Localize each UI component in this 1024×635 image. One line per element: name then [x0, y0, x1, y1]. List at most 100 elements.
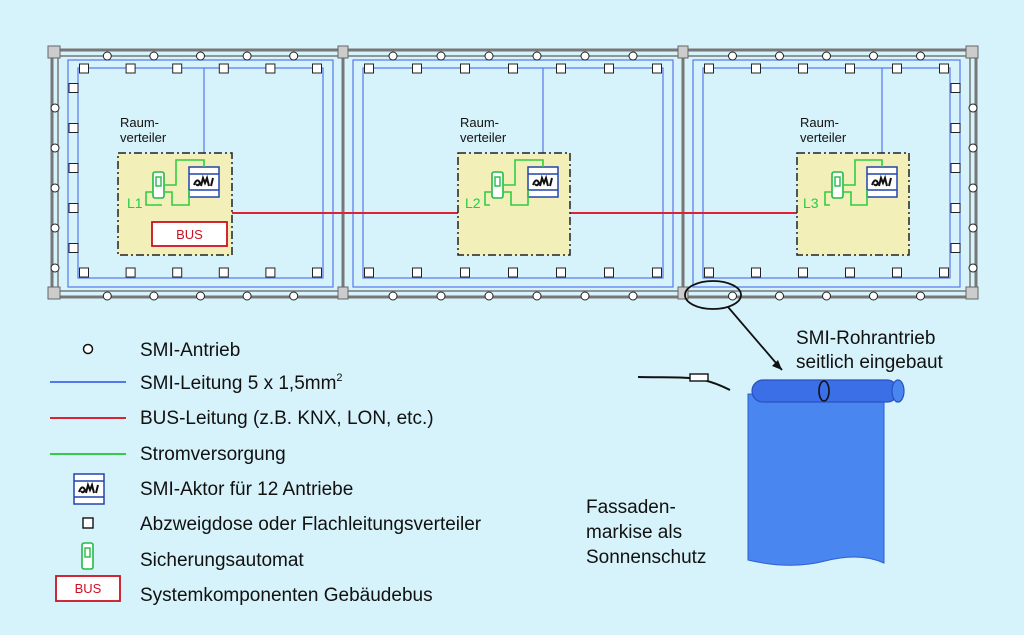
drive-icon: [580, 51, 590, 61]
drive-icon: [196, 291, 205, 301]
junction-box-icon: [556, 267, 566, 278]
drive-icon: [50, 263, 60, 273]
junction-box-icon: [939, 267, 949, 278]
junction-box-icon: [68, 123, 79, 133]
junction-box-icon: [68, 83, 79, 93]
smi-actuator-icon: [188, 166, 220, 198]
junction-box-icon: [68, 163, 79, 173]
junction-box-icon: [652, 63, 662, 74]
facade-awning: Fassaden- markise als Sonnenschutz: [586, 373, 905, 568]
legend: SMI-Antrieb SMI-Leitung 5 x 1,5mm2 BUS-L…: [50, 340, 482, 606]
drive-icon: [822, 51, 831, 61]
junction-box-icon: [312, 267, 322, 278]
junction-box-icon: [68, 243, 79, 253]
drive-icon: [436, 51, 446, 61]
phase-label-l3: L3: [803, 195, 819, 211]
junction-box-icon: [950, 243, 961, 253]
junction-box-icon: [79, 267, 89, 278]
junction-box-icon: [412, 267, 422, 278]
drive-icon: [728, 51, 737, 61]
junction-box-icon: [364, 63, 374, 74]
drive-icon: [869, 291, 878, 301]
drive-icon: [628, 51, 638, 61]
room-2-label-line2: verteiler: [460, 130, 507, 145]
legend-bus-box-text: BUS: [75, 581, 102, 596]
legend-smi-line-label: SMI-Leitung 5 x 1,5mm2: [140, 372, 343, 394]
tube-drive-marker: [818, 380, 830, 402]
junction-box-icon: [125, 63, 136, 74]
bus-box-icon: [55, 575, 121, 602]
phase-label-l1: L1: [127, 195, 143, 211]
junction-box-icon: [892, 63, 902, 74]
awning-label-line2: markise als: [586, 522, 682, 543]
legend-drive-label: SMI-Antrieb: [140, 340, 240, 361]
junction-box-icon: [939, 63, 949, 74]
junction-box-icon: [556, 63, 566, 74]
square-icon: [82, 517, 94, 529]
drive-icon: [728, 291, 737, 301]
drive-icon: [436, 291, 446, 301]
drive-icon: [102, 51, 112, 61]
drive-icon: [289, 51, 299, 61]
callout-title-line1: SMI-Rohrantrieb: [796, 328, 935, 349]
legend-bus-system-label: Systemkomponenten Gebäudebus: [140, 585, 433, 606]
junction-box-icon: [68, 203, 79, 213]
junction-box-icon: [79, 63, 89, 74]
junction-box-icon: [364, 267, 374, 278]
drive-icon: [388, 291, 398, 301]
drive-icon: [968, 103, 978, 113]
junction-box-icon: [704, 63, 714, 74]
legend-breaker-label: Sicherungsautomat: [140, 550, 304, 571]
junction-box-icon: [892, 267, 902, 278]
room-2-label-line1: Raum-: [460, 115, 499, 130]
drive-icon: [50, 223, 60, 233]
junction-box-icon: [265, 63, 276, 74]
junction-box-icon: [950, 203, 961, 213]
smi-line-outer: [352, 59, 674, 288]
building-outline: [47, 45, 979, 300]
junction-box-icon: [798, 63, 808, 74]
drive-icon: [775, 51, 784, 61]
drive-icon: [102, 291, 112, 301]
drive-icon: [822, 291, 831, 301]
junction-box-icon: [508, 267, 518, 278]
bus-box-label: BUS: [176, 227, 203, 242]
junction-box-icon: [172, 63, 183, 74]
drive-icon: [149, 291, 159, 301]
junction-box-icon: [172, 267, 183, 278]
detail-callout: SMI-Rohrantrieb seitlich eingebaut: [684, 280, 944, 373]
bus-box: [151, 221, 228, 247]
drive-icon: [196, 51, 205, 61]
junction-box-icon: [950, 123, 961, 133]
room-distributor-1: Raum- verteiler L1 BUS: [117, 115, 233, 256]
junction-box-icon: [412, 63, 422, 74]
room-1-label-line2: verteiler: [120, 130, 167, 145]
junction-box-icon: [845, 63, 855, 74]
drive-icon: [916, 291, 925, 301]
junction-box-icon: [950, 163, 961, 173]
junction-box-icon: [652, 267, 662, 278]
smi-actuator-icon: [527, 166, 559, 198]
circuit-breaker-icon: [831, 171, 844, 199]
junction-box-icon: [218, 267, 229, 278]
drive-icon: [242, 291, 252, 301]
junction-box-icon: [604, 267, 614, 278]
awning-label-line3: Sonnenschutz: [586, 547, 706, 568]
drive-icon: [50, 183, 60, 193]
room-distributor-2: Raum- verteiler L2: [457, 115, 571, 256]
awning-label-line1: Fassaden-: [586, 497, 676, 518]
drive-icon: [388, 51, 398, 61]
drive-icon: [532, 291, 542, 301]
callout-title-line2: seitlich eingebaut: [796, 352, 944, 373]
drive-icon: [775, 291, 784, 301]
drive-icon: [484, 51, 494, 61]
drive-icon: [50, 103, 60, 113]
room-3-label-line2: verteiler: [800, 130, 847, 145]
junction-box-icon: [460, 267, 470, 278]
smi-actuator-icon: [866, 166, 898, 198]
drive-icon: [50, 143, 60, 153]
junction-box-icon: [508, 63, 518, 74]
junction-box-icon: [751, 267, 761, 278]
junction-box-icon: [460, 63, 470, 74]
